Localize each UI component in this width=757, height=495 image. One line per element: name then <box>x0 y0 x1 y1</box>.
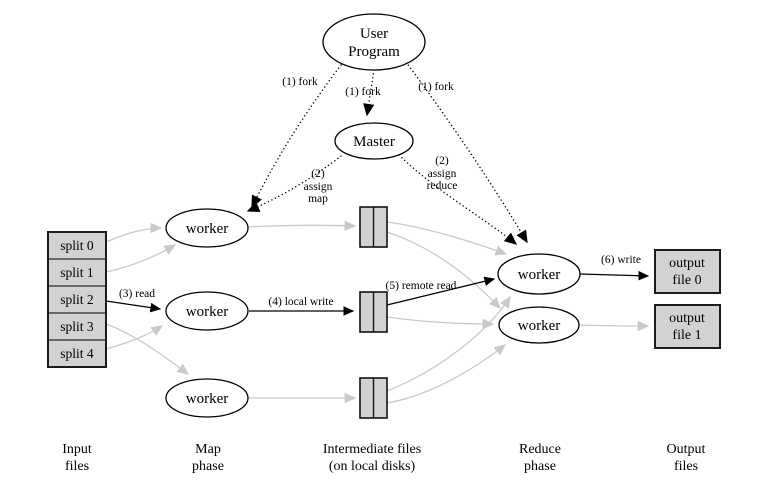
output-file-0-line2: file 0 <box>672 273 701 288</box>
edge-split1-to-map-worker1 <box>105 244 177 273</box>
fork-middle-label: (1) fork <box>345 86 381 98</box>
map-worker-2-ellipse <box>165 291 249 331</box>
edge-map-worker1-to-ifile1 <box>247 220 357 231</box>
phase-reduce-line1: Reduce <box>519 442 561 457</box>
edge-ifile1-to-reduce-worker2 <box>386 231 501 309</box>
reduce-worker-2-label: worker <box>518 318 560 334</box>
edge-write-output0 <box>579 270 650 281</box>
output-file-1-box <box>654 304 721 349</box>
fork-right-label: (1) fork <box>418 81 454 93</box>
intermediate-file-1 <box>359 206 388 248</box>
map-worker-1-label: worker <box>186 221 228 237</box>
reduce-worker-1: worker <box>497 253 581 295</box>
write-label: (6) write <box>601 254 641 266</box>
edge-split2-read <box>105 300 162 313</box>
phase-label-map: Map phase <box>192 442 224 474</box>
split-4-label: split 4 <box>60 346 94 361</box>
output-file-1: output file 1 <box>654 304 721 349</box>
phase-intermediate-line1: Intermediate files <box>323 442 421 457</box>
phase-label-intermediate: Intermediate files (on local disks) <box>323 442 421 474</box>
map-worker-2: worker <box>165 291 249 331</box>
map-worker-1: worker <box>165 208 249 248</box>
split-3-label: split 3 <box>60 319 94 334</box>
read-label: (3) read <box>119 288 155 300</box>
remote-read-label: (5) remote read <box>386 280 457 292</box>
reduce-worker-1-label: worker <box>518 267 560 283</box>
output-file-1-line2: file 1 <box>672 328 701 343</box>
output-file-0-box <box>654 249 721 294</box>
edge-assign-reduce <box>398 154 518 245</box>
assign-reduce-line2: assign <box>428 168 457 180</box>
split-box-1 <box>47 258 107 287</box>
phase-map-line2: phase <box>192 459 224 474</box>
master-ellipse <box>334 122 414 160</box>
edge-fork-to-master <box>363 69 375 117</box>
master-label: Master <box>353 134 395 150</box>
user-program-line1: User <box>360 26 388 42</box>
phase-label-output: Output files <box>667 442 706 474</box>
map-worker-2-label: worker <box>186 304 228 320</box>
phase-label-reduce: Reduce phase <box>519 442 561 474</box>
input-split-stack: split 0 split 1 split 2 split 3 split 4 <box>47 231 107 368</box>
reduce-worker-2: worker <box>498 306 580 344</box>
edge-fork-to-reduce-worker1 <box>405 61 528 244</box>
edge-split0-to-map-worker1 <box>105 222 163 243</box>
edge-remote-read <box>386 276 496 306</box>
assign-map-line2: assign <box>304 181 333 193</box>
assign-reduce-label: (2) assign reduce <box>427 155 458 192</box>
split-0-label: split 0 <box>60 238 94 253</box>
edge-ifile3-to-reduce-worker1 <box>386 295 511 392</box>
map-worker-1-ellipse <box>165 208 249 248</box>
phase-map-line1: Map <box>195 442 221 457</box>
master-node: Master <box>334 122 414 160</box>
map-worker-3-label: worker <box>186 391 228 407</box>
phase-output-line2: files <box>674 459 698 474</box>
split-2-label: split 2 <box>60 292 93 307</box>
edge-ifile2-to-reduce-worker2 <box>386 316 495 330</box>
fork-left-label: (1) fork <box>282 76 318 88</box>
edge-split3-to-map-worker3 <box>105 323 190 375</box>
assign-reduce-line1: (2) <box>435 155 449 167</box>
phase-label-input: Input files <box>62 442 92 474</box>
intermediate-file-3 <box>359 377 388 419</box>
phase-output-line1: Output <box>667 442 706 457</box>
phase-input-line2: files <box>65 459 89 474</box>
edge-reduce-worker2-to-output1 <box>578 320 650 332</box>
edge-ifile1-to-reduce-worker1 <box>386 221 508 256</box>
assign-map-line1: (2) <box>311 168 325 180</box>
assign-reduce-line3: reduce <box>427 180 458 192</box>
map-worker-3-ellipse <box>165 378 249 418</box>
local-write-label: (4) local write <box>268 296 333 308</box>
phase-input-line1: Input <box>62 442 92 457</box>
edge-fork-to-map-worker1 <box>251 64 342 209</box>
split-1-label: split 1 <box>60 265 93 280</box>
output-file-0: output file 0 <box>654 249 721 294</box>
user-program-node: User Program <box>322 13 426 71</box>
edge-assign-map <box>246 155 342 212</box>
edge-ifile3-to-reduce-worker2 <box>386 344 507 404</box>
assign-map-label: (2) assign map <box>304 168 333 205</box>
phase-intermediate-line2: (on local disks) <box>329 459 416 474</box>
map-worker-3: worker <box>165 378 249 418</box>
phase-reduce-line2: phase <box>524 459 556 474</box>
reduce-worker-1-ellipse <box>497 253 581 295</box>
assign-map-line3: map <box>308 193 328 205</box>
reduce-worker-2-ellipse <box>498 306 580 344</box>
split-stack-outline <box>47 231 107 368</box>
user-program-line2: Program <box>348 44 400 60</box>
output-file-0-line1: output <box>669 256 705 271</box>
split-box-4 <box>47 339 107 368</box>
user-program-ellipse <box>322 13 426 71</box>
split-box-2 <box>47 285 107 314</box>
intermediate-file-2 <box>359 291 388 333</box>
output-file-1-line1: output <box>669 311 705 326</box>
